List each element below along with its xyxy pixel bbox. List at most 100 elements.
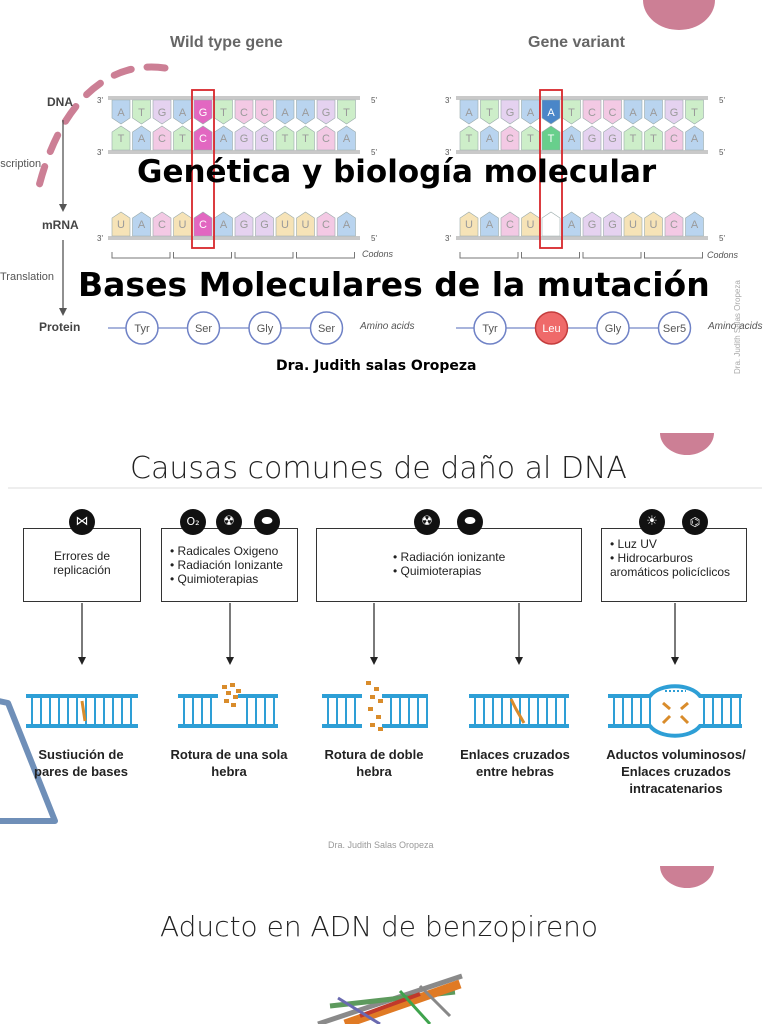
transcription-label: Transcription <box>0 158 42 170</box>
nucleotide-base <box>296 211 315 237</box>
cause-box-radicals: Radicales Oxigeno Radiación Ionizante Qu… <box>161 528 298 602</box>
nucleotide-base <box>603 99 622 125</box>
variant-label: Gene variant <box>528 34 625 51</box>
amino-acids-label-variant: Amino acids <box>708 321 763 332</box>
nucleotide-letter: T <box>179 133 186 145</box>
amino-acid-label: Ser <box>318 323 335 335</box>
cause-item: Quimioterapias <box>393 564 575 578</box>
nucleotide-base <box>459 211 479 237</box>
cause-box-ionizing: Radiación ionizante Quimioterapias <box>316 528 582 602</box>
nucleotide-base <box>644 125 663 151</box>
nucleotide-letter: U <box>117 219 125 231</box>
pink-half-circle <box>660 866 714 888</box>
nucleotide-letter: C <box>199 219 207 231</box>
nucleotide-base <box>193 211 213 237</box>
page-subtitle: Bases Moleculares de la mutación <box>78 265 710 304</box>
nucleotide-base <box>132 99 151 125</box>
damage-mark <box>680 701 689 711</box>
nucleotide-base <box>111 99 131 125</box>
nucleotide-letter: C <box>322 133 330 145</box>
cause-item: Radiación ionizante <box>393 550 575 564</box>
nucleotide-letter: T <box>343 107 350 119</box>
cause-item: Radiación Ionizante <box>170 558 291 572</box>
slide-credit: Dra. Judith Salas Oropeza <box>328 840 434 850</box>
variant-dna-top-backbone <box>456 96 708 100</box>
nucleotide-base <box>111 125 131 151</box>
nucleotide-base <box>132 211 151 237</box>
benzopyrene-title: Aducto en ADN de benzopireno <box>160 910 599 943</box>
damage-fragment <box>370 723 375 727</box>
damage-mark <box>661 714 672 725</box>
variant-mrna-prime: 5' <box>719 234 725 243</box>
author-name: Dra. Judith salas Oropeza <box>276 358 477 374</box>
nucleotide-letter: C <box>588 107 596 119</box>
nucleotide-letter: U <box>465 219 473 231</box>
outcome-bulky-adducts: Aductos voluminosos/ Enlaces cruzados in… <box>606 747 746 796</box>
nucleotide-letter: A <box>486 133 494 145</box>
nucleotide-base <box>685 211 704 237</box>
wild-mutation-highlight <box>191 89 215 249</box>
nucleotide-letter: A <box>691 133 699 145</box>
nucleotide-letter: A <box>527 107 535 119</box>
wild-dna-top-backbone <box>108 96 360 100</box>
nucleotide-letter: A <box>138 219 146 231</box>
amino-acid-label: Gly <box>605 323 622 335</box>
pill-icon: ⬬ <box>254 509 280 535</box>
nucleotide-base <box>521 125 540 151</box>
cause-item: Luz UV <box>610 537 740 551</box>
nucleotide-letter: A <box>117 107 125 119</box>
nucleotide-letter: G <box>260 219 269 231</box>
nucleotide-letter: G <box>608 133 617 145</box>
cause-box-replication: Errores de replicación <box>23 528 141 602</box>
codon-bracket <box>644 252 703 259</box>
nucleotide-letter: A <box>281 107 289 119</box>
nucleotide-base <box>480 211 499 237</box>
wild-dna-top-prime: 5' <box>371 96 377 105</box>
outcome-single-strand-break: Rotura de una sola hebra <box>170 747 288 779</box>
nucleotide-letter: U <box>281 219 289 231</box>
variant-dna-bottom-backbone <box>456 150 708 154</box>
nucleotide-letter: A <box>220 133 228 145</box>
nucleotide-letter: G <box>260 133 269 145</box>
nucleotide-base <box>541 99 561 125</box>
slide3-decor <box>317 866 714 1024</box>
wild-mrna-prime: 3' <box>97 234 103 243</box>
dna-row-label: DNA <box>47 95 73 109</box>
wild-dna-top-prime: 3' <box>97 96 103 105</box>
nucleotide-letter: A <box>343 219 351 231</box>
cause-arrowhead <box>226 657 234 665</box>
wild-mrna-prime: 5' <box>371 234 377 243</box>
damage-mark <box>509 698 526 724</box>
nucleotide-letter: A <box>179 107 187 119</box>
dna-adduct-strand <box>608 724 742 738</box>
codon-bracket <box>234 252 294 259</box>
nucleotide-letter: G <box>670 107 679 119</box>
nucleotide-base <box>152 125 172 151</box>
codon-bracket <box>521 252 580 259</box>
variant-mutation-highlight <box>539 89 563 249</box>
amino-acid-node <box>248 311 282 345</box>
damage-fragment <box>374 687 379 691</box>
nucleotide-letter: A <box>568 133 576 145</box>
damage-fragment <box>233 695 238 699</box>
amino-acid-label: Ser <box>195 323 212 335</box>
nucleotide-base <box>644 99 663 125</box>
codons-label-variant: Codons <box>707 250 739 260</box>
codons-label-wild: Codons <box>362 249 394 259</box>
nucleotide-base <box>500 125 520 151</box>
amino-acid-node <box>186 311 221 345</box>
nucleotide-base <box>316 99 336 125</box>
nucleotide-letter: T <box>138 107 145 119</box>
variant-dna-top-prime: 5' <box>719 96 725 105</box>
nucleotide-letter: G <box>322 107 331 119</box>
radiation-icon: ☢ <box>414 509 440 535</box>
nucleotide-letter: T <box>568 107 575 119</box>
nucleotide-base <box>582 125 602 151</box>
sun-icon: ☀ <box>639 509 665 535</box>
damage-fragment <box>230 683 235 687</box>
nucleotide-letter: C <box>670 219 678 231</box>
nucleotide-base <box>173 125 192 151</box>
dna-adduct-strand <box>608 684 742 698</box>
nucleotide-base <box>234 211 254 237</box>
nucleotide-letter: A <box>629 107 637 119</box>
